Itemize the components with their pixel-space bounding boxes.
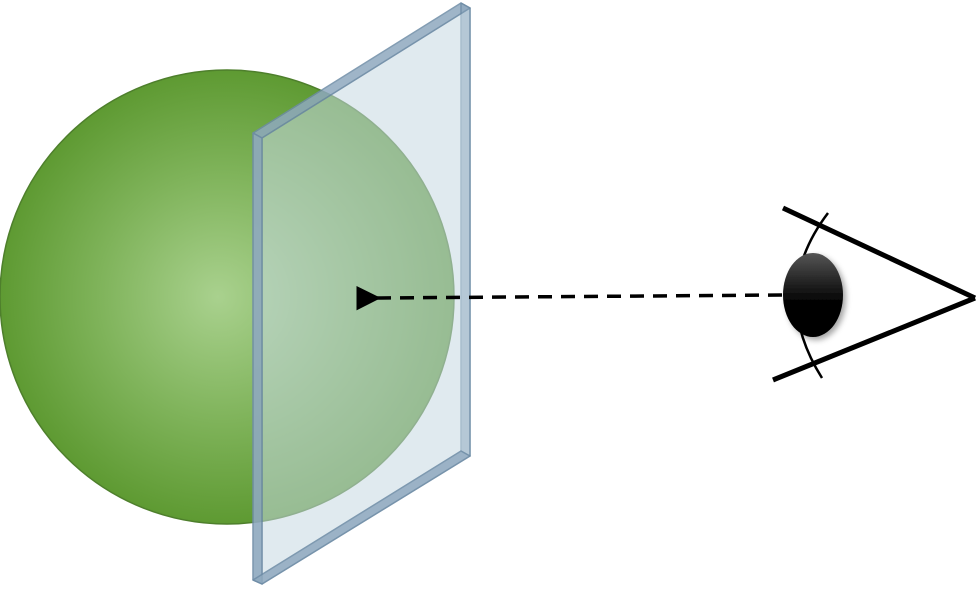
eye-lower-lid (772, 295, 976, 383)
eye-icon (772, 205, 977, 383)
plane-bottom-edge (252, 450, 471, 585)
eye-pupil (783, 253, 843, 337)
plane-left-edge (252, 132, 263, 585)
eye-upper-lid (781, 205, 977, 301)
projection-plane (252, 2, 471, 585)
